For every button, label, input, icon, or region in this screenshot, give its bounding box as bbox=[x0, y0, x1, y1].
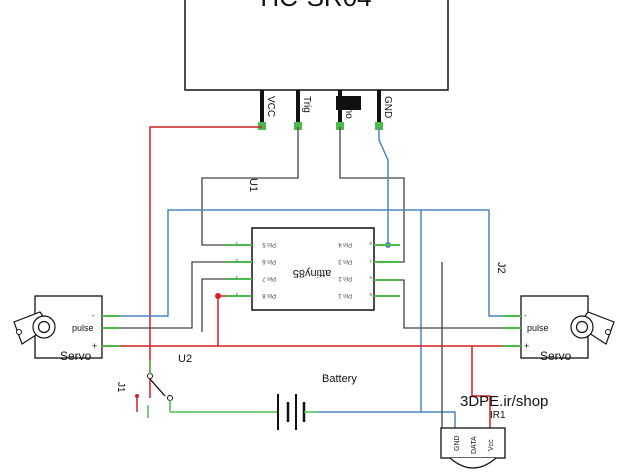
servo-right-label: Servo bbox=[540, 349, 572, 363]
junction-power bbox=[215, 293, 221, 299]
chip-pin-num-3: 3 bbox=[235, 275, 238, 280]
wire-gnd-ir bbox=[420, 210, 456, 430]
wire-chip-power bbox=[217, 295, 252, 346]
servo-left-horn-icon bbox=[13, 311, 56, 345]
chip-pin-label-8: Pin 8 bbox=[262, 292, 276, 298]
wire-ir-vcc bbox=[471, 346, 491, 430]
servo-left-pin-pos: + bbox=[92, 341, 97, 351]
label-battery: Battery bbox=[322, 373, 357, 385]
battery bbox=[262, 394, 318, 430]
servo-left-pins bbox=[102, 315, 120, 347]
chip-pin-label-6: Pin 6 bbox=[262, 258, 276, 264]
servo-right-pins bbox=[503, 315, 521, 347]
label-j2: J2 bbox=[495, 262, 507, 274]
pin-label-trig: Trig bbox=[301, 96, 312, 113]
wire-gnd-sensor bbox=[374, 127, 389, 246]
chip-pin-num-4: 4 bbox=[235, 292, 238, 297]
servo-left-label: Servo bbox=[60, 349, 92, 363]
ir-receiver bbox=[440, 427, 506, 459]
wire-vcc bbox=[149, 126, 262, 398]
chip-pin-num-6: 6 bbox=[369, 275, 372, 280]
servo-right-pin-pulse: pulse bbox=[527, 323, 549, 333]
echo-pin-marker bbox=[336, 96, 361, 110]
connector-j1 bbox=[135, 394, 149, 418]
label-u2: U2 bbox=[178, 353, 192, 365]
wire-trig bbox=[201, 127, 299, 246]
wire-gnd-servo-left bbox=[108, 209, 388, 317]
ir-lens-icon bbox=[449, 457, 497, 469]
hc-sr04-title: HC-SR04 bbox=[260, 0, 371, 12]
chip-pin-num-2: 2 bbox=[235, 258, 238, 263]
chip-pin-label-2: Pin 2 bbox=[338, 275, 352, 281]
servo-left-pin-neg: - bbox=[92, 311, 95, 320]
wire-pin7 bbox=[201, 278, 252, 332]
sensor-pin-pads bbox=[258, 122, 383, 130]
chip-right-pins bbox=[374, 244, 400, 297]
chip-pin-label-7: Pin 7 bbox=[262, 275, 276, 281]
chip-pin-num-7: 7 bbox=[369, 258, 372, 263]
ir-pin-data: DATA bbox=[471, 436, 478, 454]
ir-pin-vcc: Vcc bbox=[488, 439, 495, 451]
chip-name: attiny85 bbox=[293, 267, 332, 279]
sensor-pin-legs bbox=[260, 90, 381, 122]
switch-u2 bbox=[147, 360, 173, 412]
ir-pin-gnd: GND bbox=[454, 435, 461, 451]
attiny85-chip bbox=[251, 227, 375, 311]
pin-label-vcc: VCC bbox=[265, 96, 276, 117]
pin-label-echo: Echo bbox=[343, 96, 354, 119]
chip-pin-num-1: 1 bbox=[235, 241, 238, 246]
pin-label-gnd: GND bbox=[382, 96, 393, 118]
chip-pin-label-3: Pin 3 bbox=[338, 258, 352, 264]
servo-right-horn-icon bbox=[570, 311, 615, 345]
servo-left-pin-pulse: pulse bbox=[72, 323, 94, 333]
hc-sr04-module bbox=[184, 0, 449, 91]
chip-pin-num-8: 8 bbox=[369, 241, 372, 246]
watermark-text: 3DPE.ir/shop bbox=[460, 393, 548, 410]
wire-pulse-left bbox=[108, 261, 252, 329]
label-ir: IR1 bbox=[490, 410, 506, 421]
label-j1: J1 bbox=[115, 382, 126, 393]
chip-pin-num-5: 5 bbox=[369, 292, 372, 297]
label-u1: U1 bbox=[247, 178, 259, 192]
chip-left-pins bbox=[226, 244, 252, 297]
wire-pulse-right bbox=[374, 279, 525, 329]
servo-right-pin-pos: + bbox=[524, 341, 529, 351]
chip-pin-label-5: Pin 5 bbox=[262, 241, 276, 247]
chip-pin-label-1: Pin 1 bbox=[338, 292, 352, 298]
chip-pin-label-4: Pin 4 bbox=[338, 241, 352, 247]
servo-right-pin-neg: - bbox=[524, 311, 527, 320]
